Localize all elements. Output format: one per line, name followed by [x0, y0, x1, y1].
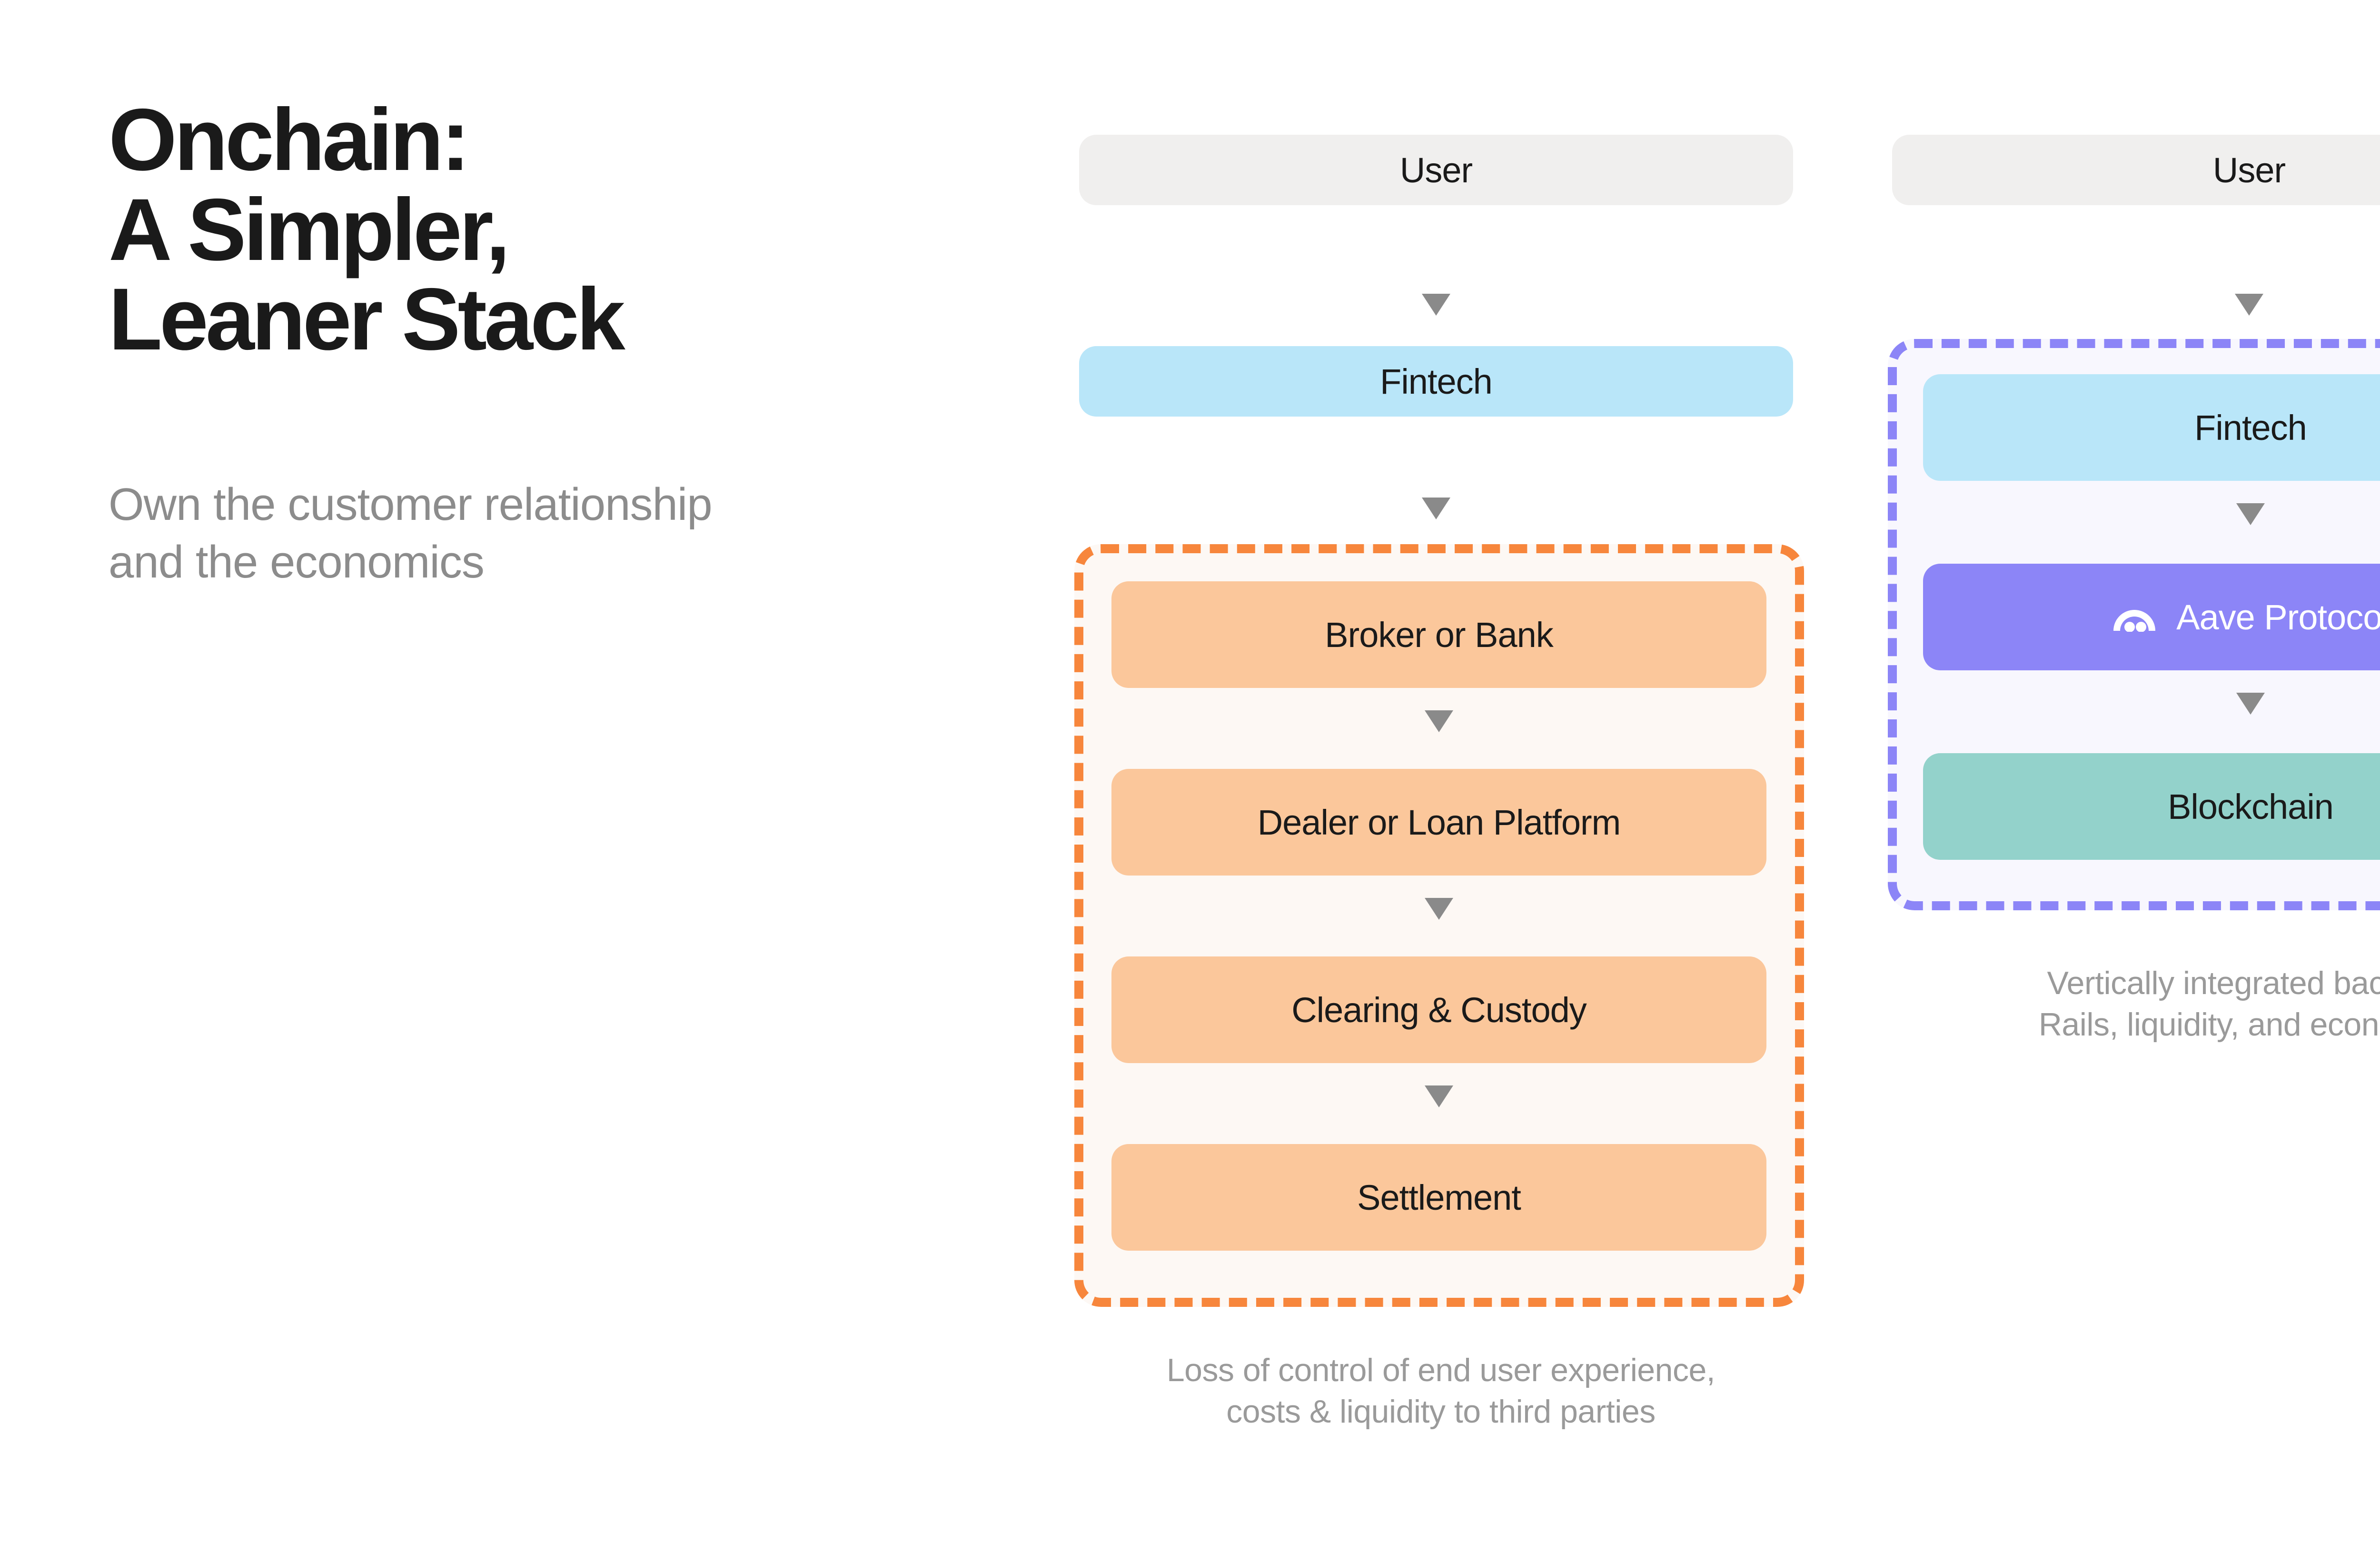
onchain-arrow-user-to-group — [2235, 294, 2263, 316]
onchain-blockchain-label: Blockchain — [2168, 786, 2334, 826]
page-subtitle: Own the customer relationship and the ec… — [109, 479, 713, 587]
legacy-box-clearing-and-custody: Clearing & Custody — [1111, 956, 1766, 1063]
legacy-fintech-box: Fintech — [1079, 346, 1793, 417]
page-title: Onchain: A Simpler, Leaner Stack — [109, 91, 625, 369]
legacy-box-settlement: Settlement — [1111, 1144, 1766, 1251]
legacy-box-label: Dealer or Loan Platform — [1257, 802, 1621, 842]
onchain-arrow-fintech-to-aave — [2236, 503, 2265, 525]
legacy-box-label: Settlement — [1357, 1177, 1521, 1217]
aave-logo-icon — [2113, 610, 2156, 632]
legacy-box-broker-or-bank: Broker or Bank — [1111, 581, 1766, 688]
legacy-box-label: Broker or Bank — [1325, 615, 1554, 655]
onchain-user-box: User — [1892, 135, 2380, 205]
legacy-arrow-fintech-to-group — [1422, 498, 1450, 519]
onchain-integrated-stack-group: Fintech Aave Protocol Blockchain — [1888, 339, 2380, 910]
legacy-arrow-2 — [1425, 898, 1453, 920]
onchain-blockchain-box: Blockchain — [1923, 753, 2380, 860]
onchain-fintech-label: Fintech — [2194, 408, 2307, 448]
onchain-fintech-box: Fintech — [1923, 374, 2380, 481]
onchain-user-label: User — [2212, 150, 2286, 190]
legacy-arrow-user-to-fintech — [1422, 294, 1450, 316]
onchain-arrow-aave-to-blockchain — [2236, 693, 2265, 715]
legacy-box-dealer-or-loan-platform: Dealer or Loan Platform — [1111, 769, 1766, 876]
legacy-arrow-3 — [1425, 1085, 1453, 1107]
legacy-user-label: User — [1399, 150, 1473, 190]
legacy-column-caption: Loss of control of end user experience, … — [1166, 1352, 1716, 1430]
onchain-aave-protocol-box: Aave Protocol — [1923, 564, 2380, 670]
onchain-column-caption: Vertically integrated backend Rails, liq… — [2038, 965, 2380, 1043]
aave-protocol-row: Aave Protocol — [2112, 597, 2380, 637]
onchain-aave-label: Aave Protocol — [2176, 597, 2380, 637]
legacy-user-box: User — [1079, 135, 1793, 205]
legacy-arrow-1 — [1425, 710, 1453, 732]
legacy-intermediaries-group: Broker or Bank Dealer or Loan Platform C… — [1074, 544, 1804, 1307]
legacy-box-label: Clearing & Custody — [1291, 990, 1587, 1030]
legacy-fintech-label: Fintech — [1380, 361, 1493, 401]
